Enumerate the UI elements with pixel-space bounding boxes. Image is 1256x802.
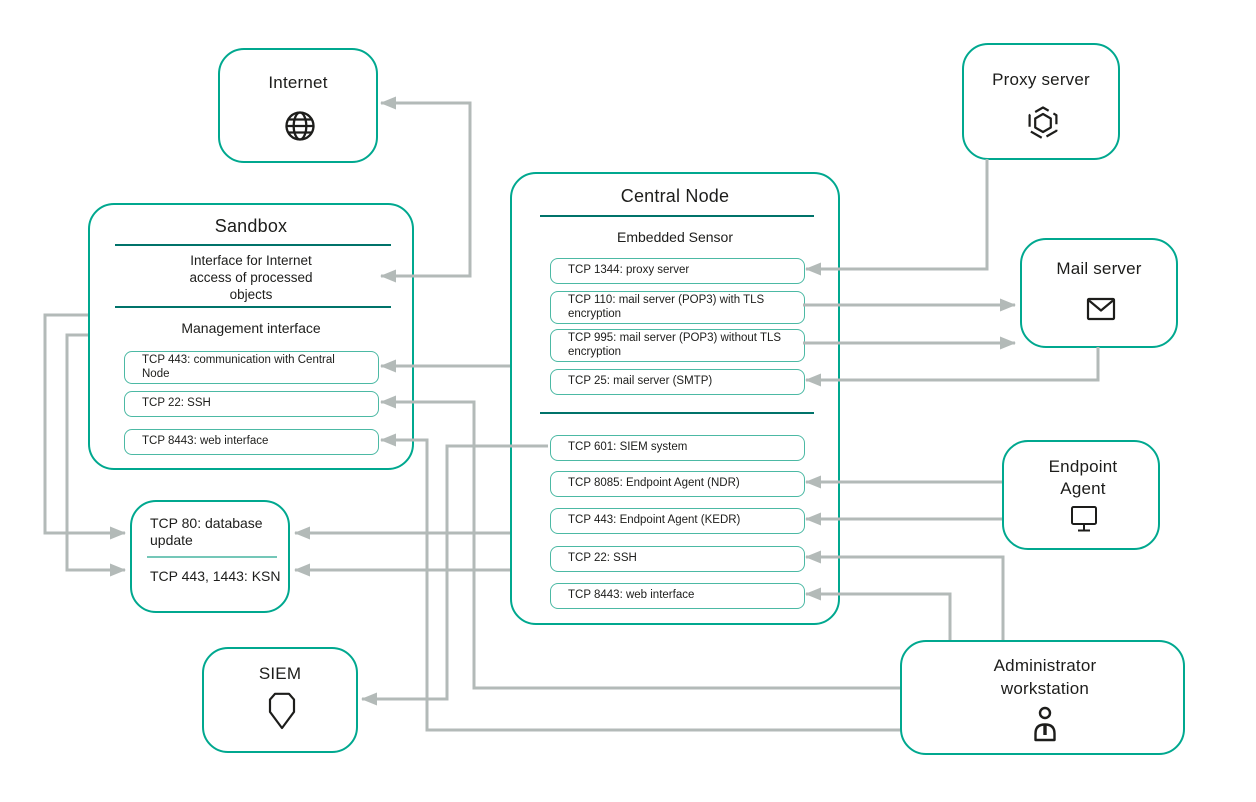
internet-title: Internet bbox=[268, 73, 328, 92]
sandbox-title-divider bbox=[115, 244, 391, 246]
endpoint-agent-title: Endpoint Agent bbox=[1048, 457, 1118, 498]
proxy-server-title: Proxy server bbox=[992, 70, 1090, 89]
central-port-tcp8085: TCP 8085: Endpoint Agent (NDR) bbox=[550, 471, 805, 497]
port-label: TCP 8443: web interface bbox=[142, 435, 269, 448]
port-label: TCP 110: mail server (POP3) with TLS enc… bbox=[568, 294, 765, 320]
admin-workstation-node: Administrator workstation bbox=[900, 640, 1185, 755]
admin-workstation-title: Administrator workstation bbox=[993, 656, 1097, 698]
internet-node: Internet bbox=[218, 48, 378, 163]
connector-mail-to-central-tcp25 bbox=[805, 347, 1100, 387]
central-port-tcp110: TCP 110: mail server (POP3) with TLS enc… bbox=[550, 291, 805, 324]
update-ksn-node: TCP 80: database update TCP 443, 1443: K… bbox=[130, 500, 290, 613]
central-port-tcp1344: TCP 1344: proxy server bbox=[550, 258, 805, 284]
sandbox-node: Sandbox Interface for Internet access of… bbox=[88, 203, 414, 470]
central-node: Central Node Embedded Sensor TCP 1344: p… bbox=[510, 172, 840, 625]
proxy-hexagon-icon bbox=[1028, 106, 1058, 140]
mail-server-title: Mail server bbox=[1056, 259, 1142, 278]
central-port-tcp443-kedr: TCP 443: Endpoint Agent (KEDR) bbox=[550, 508, 805, 534]
port-label: TCP 443: communication with Central Node bbox=[142, 354, 335, 380]
update-divider bbox=[147, 556, 277, 558]
port-label: TCP 443: Endpoint Agent (KEDR) bbox=[568, 514, 741, 527]
sandbox-management-label: Management interface bbox=[181, 320, 321, 336]
endpoint-agent-node: Endpoint Agent bbox=[1002, 440, 1160, 550]
sandbox-port-tcp22: TCP 22: SSH bbox=[124, 391, 379, 417]
person-icon bbox=[1034, 706, 1056, 742]
mail-server-node: Mail server bbox=[1020, 238, 1178, 348]
shield-icon bbox=[268, 692, 296, 730]
ksn-row-label: TCP 443, 1443: KSN bbox=[150, 568, 281, 584]
update-row-label: TCP 80: database update bbox=[150, 515, 263, 548]
port-label: TCP 25: mail server (SMTP) bbox=[568, 375, 713, 388]
proxy-server-node: Proxy server bbox=[962, 43, 1120, 160]
central-port-tcp995: TCP 995: mail server (POP3) without TLS … bbox=[550, 329, 805, 362]
siem-title: SIEM bbox=[258, 664, 302, 683]
siem-node: SIEM bbox=[202, 647, 358, 753]
monitor-icon bbox=[1071, 506, 1097, 532]
port-label: TCP 8443: web interface bbox=[568, 589, 695, 602]
port-label: TCP 22: SSH bbox=[568, 552, 637, 565]
central-section-divider bbox=[540, 412, 814, 414]
central-port-tcp601: TCP 601: SIEM system bbox=[550, 435, 805, 461]
port-label: TCP 22: SSH bbox=[142, 397, 211, 410]
port-label: TCP 601: SIEM system bbox=[568, 441, 688, 454]
port-label: TCP 8085: Endpoint Agent (NDR) bbox=[568, 477, 740, 490]
sandbox-port-tcp8443: TCP 8443: web interface bbox=[124, 429, 379, 455]
central-title-divider bbox=[540, 215, 814, 217]
sandbox-title: Sandbox bbox=[214, 216, 288, 236]
envelope-icon bbox=[1086, 297, 1116, 321]
central-port-tcp8443: TCP 8443: web interface bbox=[550, 583, 805, 609]
port-label: TCP 1344: proxy server bbox=[568, 264, 690, 277]
sandbox-section-divider bbox=[115, 306, 391, 308]
central-node-title: Central Node bbox=[620, 186, 730, 206]
central-port-tcp22: TCP 22: SSH bbox=[550, 546, 805, 572]
sandbox-internet-interface-label: Interface for Internet access of process… bbox=[189, 253, 313, 302]
globe-icon bbox=[285, 111, 315, 141]
embedded-sensor-label: Embedded Sensor bbox=[617, 229, 733, 245]
port-label: TCP 995: mail server (POP3) without TLS … bbox=[568, 332, 782, 358]
central-port-tcp25: TCP 25: mail server (SMTP) bbox=[550, 369, 805, 395]
sandbox-port-tcp443: TCP 443: communication with Central Node bbox=[124, 351, 379, 384]
